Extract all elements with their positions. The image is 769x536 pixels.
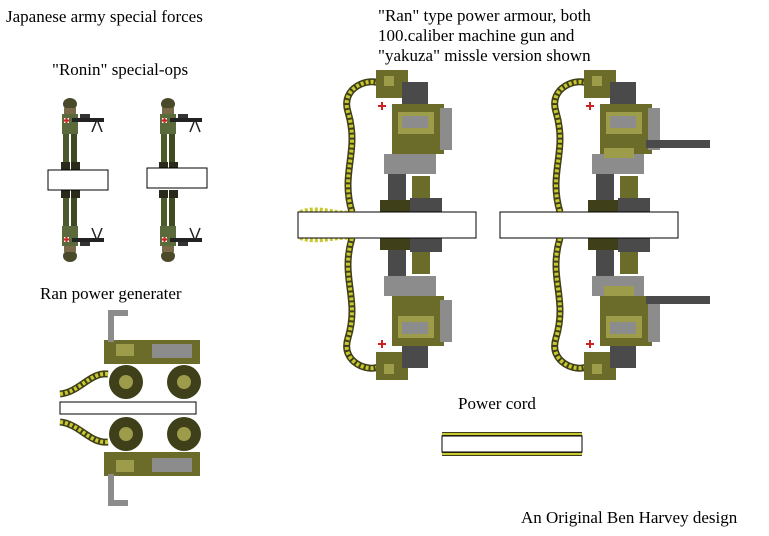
ronin-figure-1	[47, 97, 109, 263]
power-cord-figure	[441, 432, 583, 456]
armour-label-line-3: "yakuza" missle version shown	[378, 46, 591, 65]
armour-label-line-1: "Ran" type power armour, both	[378, 6, 591, 25]
credit-label: An Original Ben Harvey design	[521, 508, 738, 527]
power-armour-machine-gun	[297, 70, 477, 380]
armour-label: "Ran" type power armour, both 100.calibe…	[378, 6, 591, 66]
armour-label-line-2: 100.caliber machine gun and	[378, 26, 575, 45]
ronin-label: "Ronin" special-ops	[52, 60, 189, 79]
generator-label: Ran power generater	[40, 284, 182, 303]
sheet-title: Japanese army special forces	[6, 7, 203, 26]
power-armour-yakuza	[499, 70, 710, 380]
power-generator-figure	[60, 310, 201, 506]
cord-label: Power cord	[458, 394, 536, 413]
ronin-figure-2	[146, 97, 208, 263]
